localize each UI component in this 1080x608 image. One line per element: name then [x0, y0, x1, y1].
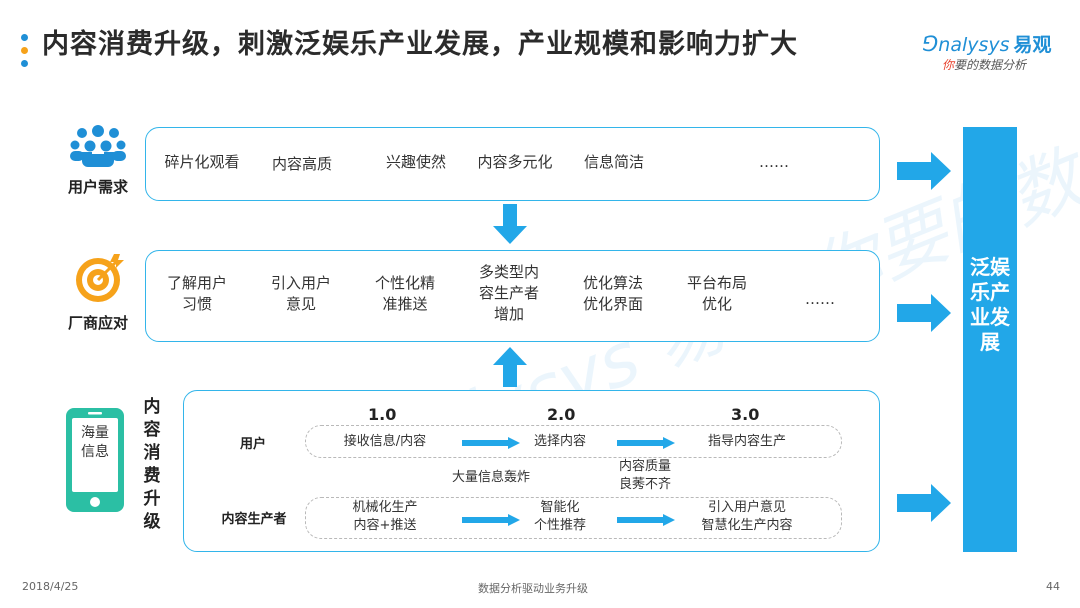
- middle-note: 内容质量 良莠不齐: [618, 459, 671, 492]
- people-group-icon: [68, 124, 128, 174]
- response-item: 个性化精 准推送: [374, 274, 435, 313]
- producer-line-box: [305, 497, 842, 539]
- arrow-down-icon: [493, 204, 527, 248]
- block-arrow-right-icon: [897, 484, 951, 526]
- brand-name-en: nalysys: [938, 34, 1010, 56]
- row-label-vendor-response: 厂商应对: [67, 314, 128, 332]
- user-step: 指导内容生产: [707, 434, 786, 449]
- user-line-label: 用户: [239, 437, 266, 452]
- vendor-response-panel: [145, 250, 880, 342]
- response-item: 了解用户 习惯: [166, 274, 227, 313]
- brand-tagline: 你要的数据分析: [942, 58, 1027, 72]
- row-label-user-demand: 用户需求: [67, 178, 128, 196]
- arrow-right-icon: [462, 434, 520, 453]
- demand-item: 内容高质: [271, 155, 332, 173]
- row-label-consumption-upgrade: 内容消费升级: [143, 397, 161, 532]
- brand-name-cn: 易观: [1013, 34, 1052, 56]
- demand-item: 信息简洁: [583, 153, 644, 171]
- footer-center: 数据分析驱动业务升级: [478, 582, 588, 595]
- footer-date: 2018/4/25: [22, 580, 79, 593]
- response-item: 平台布局 优化: [686, 274, 747, 313]
- phone-screen-text: 海量信息: [81, 425, 109, 460]
- producer-step: 引入用户意见 智慧化生产内容: [701, 500, 793, 533]
- arrow-right-icon: [617, 434, 675, 453]
- block-arrow-right-icon: [897, 152, 951, 194]
- arrow-up-icon: [493, 347, 527, 391]
- page-title: 内容消费升级，刺激泛娱乐产业发展，产业规模和影响力扩大: [42, 29, 798, 60]
- block-arrow-right-icon: [897, 294, 951, 336]
- page-number: 44: [1046, 580, 1060, 593]
- demand-item: ……: [759, 153, 789, 171]
- result-bar: 泛娱乐产业发展: [963, 127, 1017, 552]
- version-label: 3.0: [731, 405, 760, 424]
- user-demand-panel: [145, 127, 880, 201]
- consumption-panel: [183, 390, 880, 552]
- user-line-box: [305, 425, 842, 458]
- arrow-right-icon: [617, 511, 675, 530]
- demand-item: 碎片化观看: [164, 153, 240, 171]
- response-item: 引入用户 意见: [270, 274, 331, 313]
- response-item: ……: [805, 290, 835, 308]
- demand-item: 兴趣使然: [385, 153, 446, 171]
- demand-item: 内容多元化: [477, 153, 553, 171]
- result-text: 泛娱乐产业发展: [970, 255, 1010, 354]
- arrow-right-icon: [462, 511, 520, 530]
- phone-icon: [66, 408, 124, 516]
- producer-line-label: 内容生产者: [221, 512, 287, 527]
- user-step: 接收信息/内容: [343, 434, 427, 449]
- response-item: 优化算法 优化界面: [582, 274, 643, 313]
- middle-note: 大量信息轰炸: [451, 470, 530, 485]
- version-label: 1.0: [368, 405, 397, 424]
- version-label: 2.0: [547, 405, 576, 424]
- producer-step: 智能化 个性推荐: [533, 500, 586, 533]
- user-step: 选择内容: [533, 434, 586, 449]
- producer-step: 机械化生产 内容+推送: [352, 500, 418, 533]
- target-icon: [72, 250, 128, 310]
- response-item: 多类型内 容生产者 增加: [478, 263, 539, 323]
